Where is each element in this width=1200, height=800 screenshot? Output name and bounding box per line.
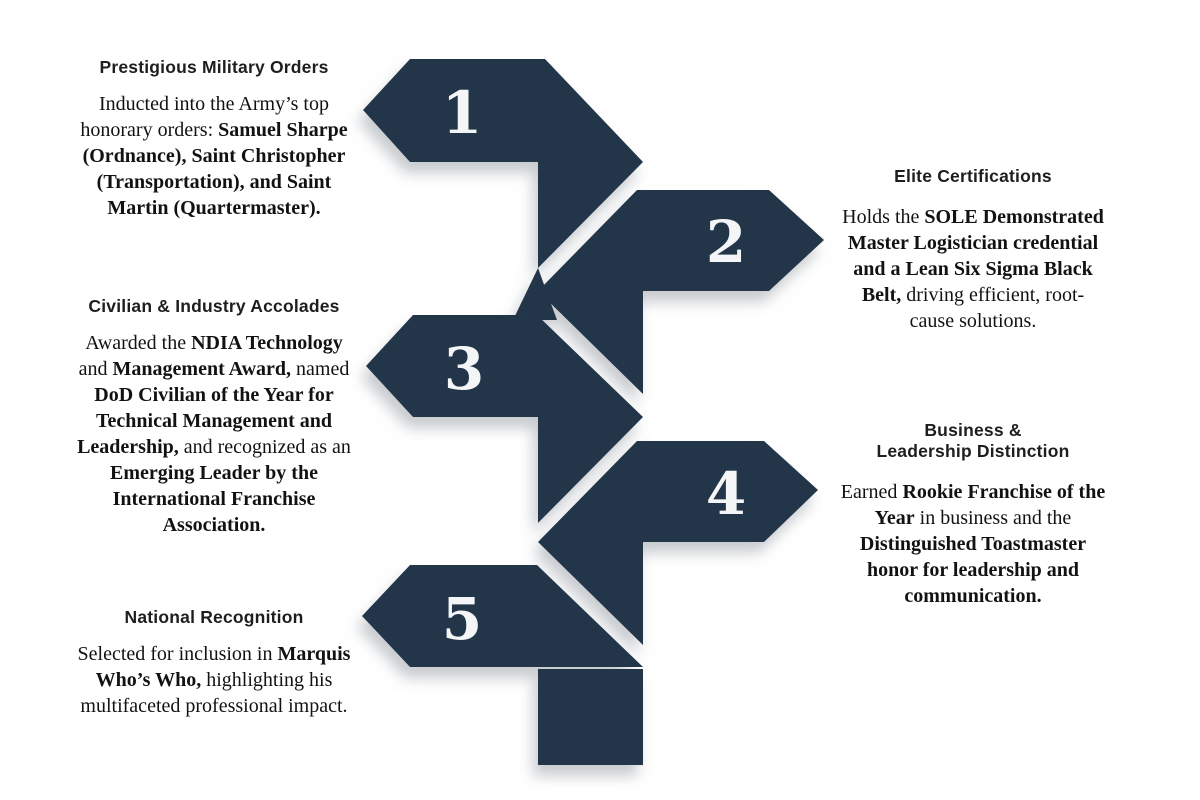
item-4-body: Earned Rookie Franchise of the Year in b… bbox=[840, 481, 1106, 607]
banner-1-number: 1 bbox=[442, 79, 482, 147]
banner-2-fold-wedge bbox=[513, 268, 557, 320]
item-3-title: Civilian & Industry Accolades bbox=[88, 296, 340, 316]
banner-3-number: 3 bbox=[444, 335, 484, 403]
item-5-body: Selected for inclusion in Marquis Who’s … bbox=[77, 643, 351, 717]
item-2-title: Elite Certifications bbox=[894, 166, 1052, 186]
item-2-text-block: Elite Certifications Holds the SOLE Demo… bbox=[840, 166, 1106, 334]
item-5-title: National Recognition bbox=[124, 607, 304, 627]
item-3-text-block: Civilian & Industry Accolades Awarded th… bbox=[76, 296, 352, 538]
item-1-text-block: Prestigious Military Orders Inducted int… bbox=[76, 57, 352, 221]
item-4-text-block: Business &Leadership Distinction Earned … bbox=[840, 420, 1106, 609]
banner-5-number: 5 bbox=[442, 585, 482, 653]
banner-1-arrow-shape bbox=[363, 59, 643, 268]
banner-4-fold-shape bbox=[538, 542, 643, 645]
banner-2-arrow-shape bbox=[538, 190, 824, 291]
banner-2-fold-shape bbox=[538, 291, 643, 394]
item-1-title: Prestigious Military Orders bbox=[99, 57, 329, 77]
ribbon-bottom-column bbox=[538, 669, 643, 765]
item-4-title: Business &Leadership Distinction bbox=[876, 420, 1070, 461]
banner-4-number: 4 bbox=[706, 460, 746, 528]
item-1-body: Inducted into the Army’s top honorary or… bbox=[80, 93, 348, 219]
banner-2-number: 2 bbox=[706, 208, 746, 276]
item-2-body: Holds the SOLE Demonstrated Master Logis… bbox=[842, 206, 1104, 332]
banner-4-arrow-shape bbox=[538, 441, 818, 542]
banner-5-arrow-shape bbox=[362, 565, 643, 667]
banner-3-arrow-shape bbox=[366, 315, 643, 523]
item-3-body: Awarded the NDIA Technology and Manageme… bbox=[77, 332, 351, 536]
item-5-text-block: National Recognition Selected for inclus… bbox=[76, 607, 352, 719]
